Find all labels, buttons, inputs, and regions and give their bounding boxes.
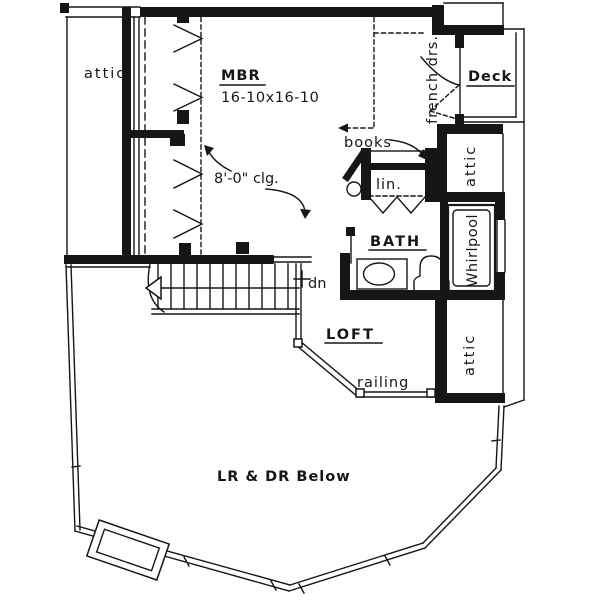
bay-box <box>85 519 171 581</box>
bathroom: BATH <box>346 227 450 294</box>
stair-direction-arrow-icon <box>144 275 162 301</box>
whirlpool-tub: Whirlpool <box>446 203 497 293</box>
books-arrow <box>389 139 425 157</box>
mbr-label: MBR <box>221 68 261 84</box>
book-shelf <box>367 150 430 165</box>
linen-label: lin. <box>376 177 402 193</box>
stairs: dn <box>144 255 326 345</box>
loft-railing: LOFT railing <box>293 327 436 398</box>
attic-left-label: attic <box>84 66 126 82</box>
attic-upper-right-label: attic <box>463 145 479 187</box>
books-label: books <box>344 135 392 151</box>
stairs-down-label: dn <box>308 276 326 292</box>
open-below-outline: LR & DR Below <box>65 264 505 594</box>
post <box>346 181 362 197</box>
deck: Deck <box>458 28 525 401</box>
roofline-dashed <box>338 9 425 133</box>
attic-lower-right-label: attic <box>462 334 478 376</box>
dash-arrow-icon <box>338 123 348 133</box>
toilet <box>413 255 450 294</box>
bath-label: BATH <box>370 234 421 250</box>
slope-arrow-icon <box>300 209 311 219</box>
closet-doors <box>144 9 204 256</box>
books-arrow-icon <box>418 149 427 160</box>
ceiling-note-leader <box>208 151 232 172</box>
ceiling-note: 8'-0" clg. <box>214 171 279 187</box>
deck-label: Deck <box>468 69 512 85</box>
railing-label: railing <box>357 375 409 391</box>
door-swing-arc <box>420 56 460 86</box>
mbr-dimensions: 16-10x16-10 <box>221 90 319 106</box>
exterior-walls <box>60 3 505 403</box>
books-linen: books lin. <box>344 135 430 215</box>
french-doors-label: french drs. <box>425 35 441 124</box>
lr-dr-below-label: LR & DR Below <box>217 469 351 485</box>
angled-wall <box>342 150 367 182</box>
french-doors: french drs. <box>420 35 461 124</box>
ceiling-arrow-icon <box>204 145 214 156</box>
right-attics: attic attic <box>462 133 525 408</box>
slope-arrow <box>265 188 306 213</box>
labels: attic MBR 16-10x16-10 8'-0" clg. <box>84 66 319 219</box>
whirlpool-label: Whirlpool <box>465 214 481 287</box>
sink <box>362 262 396 286</box>
vanity <box>356 258 408 290</box>
loft-label: LOFT <box>326 327 375 343</box>
dn-arrow-icon <box>265 255 274 264</box>
